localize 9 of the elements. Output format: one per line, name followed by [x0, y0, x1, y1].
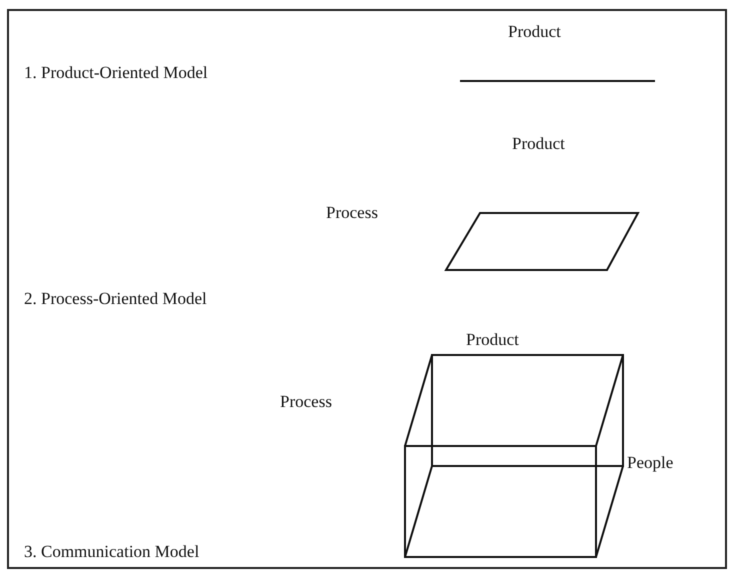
model-title: 2. Process-Oriented Model [24, 289, 207, 309]
axis-label: People [627, 453, 674, 473]
model-title: 1. Product-Oriented Model [24, 63, 208, 83]
axis-label: Process [326, 203, 378, 223]
axis-label: Product [508, 22, 561, 42]
axis-label: Process [280, 392, 332, 412]
model-title: 3. Communication Model [24, 542, 200, 562]
axis-label: Product [466, 330, 519, 350]
axis-label: Product [512, 134, 565, 154]
